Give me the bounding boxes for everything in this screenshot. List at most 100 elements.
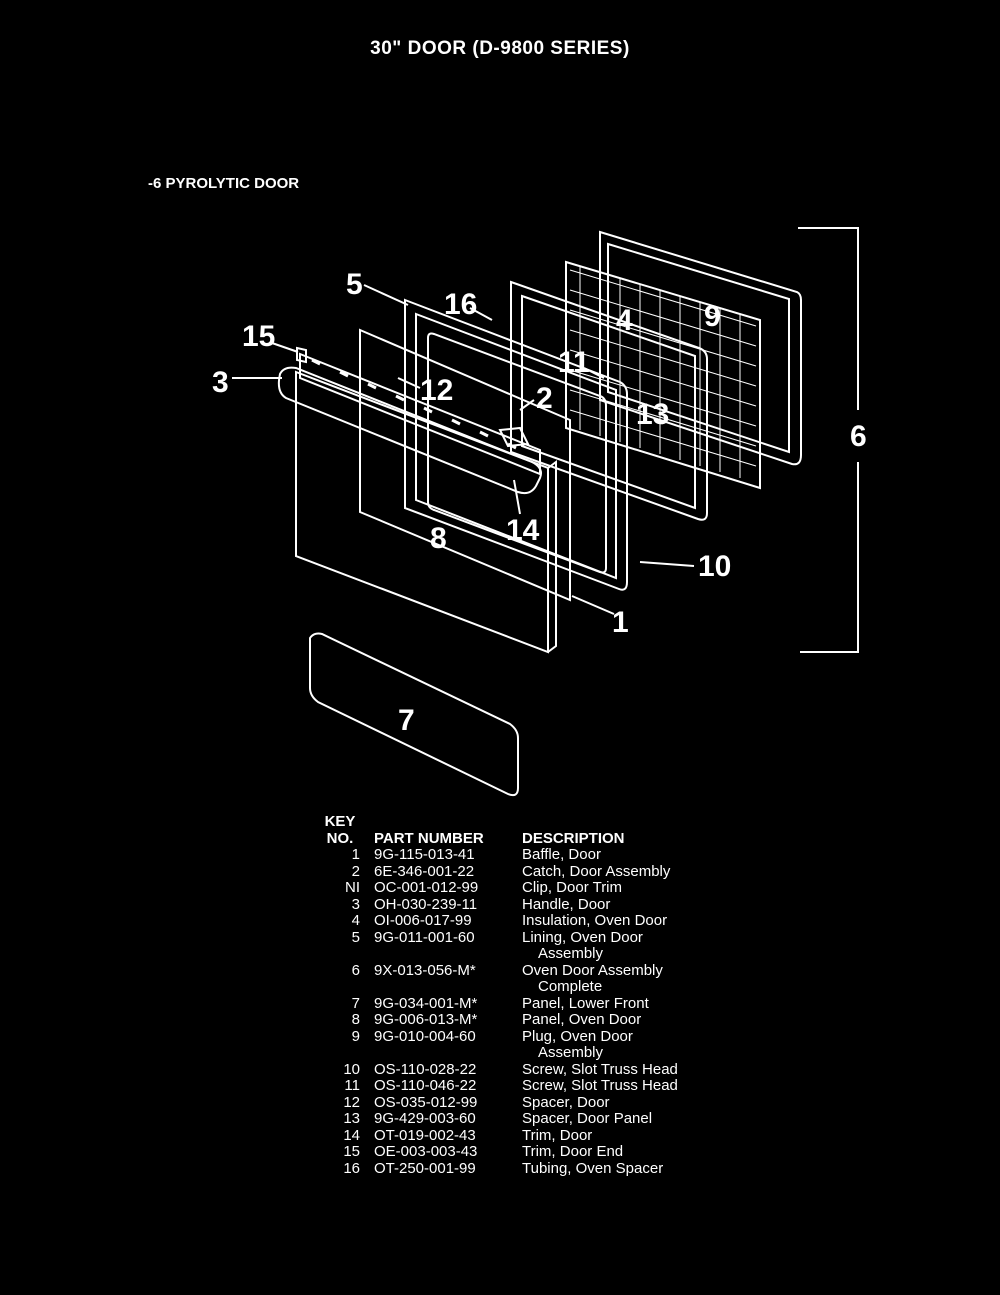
description-line1: Panel, Lower Front (522, 994, 649, 1012)
table-row: 3 OH-030-239-11 Handle, Door (312, 895, 742, 914)
description-line1: Trim, Door End (522, 1143, 624, 1160)
cell-key-no: 1 (351, 846, 360, 863)
cell-description: Spacer, Door (522, 1094, 742, 1112)
bracket-6 (798, 227, 859, 653)
part-3-handle (277, 366, 542, 495)
description-line1: Screw, Slot Truss Head (522, 1077, 678, 1094)
cell-description: Baffle, Door (522, 846, 742, 864)
cell-key-no: 16 (343, 1159, 360, 1177)
callout-6: 6 (850, 420, 867, 453)
cell-key-no: 12 (343, 1093, 360, 1111)
cell-key-no: 4 (351, 912, 360, 929)
description-line1: Screw, Slot Truss Head (522, 1060, 678, 1078)
exploded-door-diagram: 1 2 3 4 5 6 7 8 9 10 11 12 13 14 15 16 (212, 227, 867, 797)
cell-description: Panel, Oven Door (522, 1011, 742, 1029)
cell-description: Trim, Door (522, 1126, 742, 1145)
cell-key-no: 8 (351, 1011, 360, 1028)
callout-13: 13 (636, 398, 669, 431)
cell-part-number: OT-250-001-99 (374, 1159, 476, 1177)
description-line1: Handle, Door (522, 895, 611, 913)
part-2-catch (498, 426, 530, 448)
description-line1: Lining, Oven Door (522, 928, 643, 946)
parts-list-table: KEY NO. PART NUMBER DESCRIPTION 1 9G-115-… (312, 813, 742, 1178)
part-12-glass-pack (359, 328, 571, 602)
cell-key-no: 3 (351, 895, 360, 913)
callout-15: 15 (242, 320, 275, 353)
description-line1: Plug, Oven Door (522, 1027, 633, 1045)
description-line1: Baffle, Door (522, 846, 601, 863)
cell-key-no: 11 (344, 1077, 360, 1094)
part-4-insulation (565, 260, 761, 490)
cell-part-number: 9G-006-013-M* (374, 1011, 478, 1028)
description-line1: Oven Door Assembly (522, 961, 663, 979)
cell-part-number: OT-019-002-43 (374, 1126, 476, 1144)
leader-2 (519, 399, 535, 411)
description-line1: Catch, Door Assembly (522, 862, 671, 880)
part-13-spacer-frame (510, 280, 708, 521)
header-description: DESCRIPTION (522, 829, 625, 847)
page-title: 30" DOOR (D-9800 SERIES) (370, 38, 630, 59)
cell-description: Tubing, Oven Spacer (522, 1159, 742, 1178)
description-line1: Tubing, Oven Spacer (522, 1159, 664, 1177)
cell-part-number: OC-001-012-99 (374, 879, 479, 896)
cell-part-number: 9G-011-001-60 (374, 928, 475, 946)
cell-key-no: 10 (343, 1060, 360, 1078)
leader-16 (469, 307, 493, 321)
cell-description: Panel, Lower Front (522, 994, 742, 1013)
callout-10: 10 (698, 550, 731, 583)
header-part-number: PART NUMBER (374, 829, 484, 847)
cell-description: Insulation, Oven Door (522, 912, 742, 930)
cell-key-no: 14 (343, 1126, 360, 1144)
cell-part-number: OS-035-012-99 (374, 1093, 478, 1111)
cell-part-number: OS-110-046-22 (374, 1077, 477, 1094)
cell-part-number: 9X-013-056-M* (374, 961, 476, 979)
callout-2: 2 (536, 382, 553, 415)
callout-8: 8 (430, 522, 447, 555)
callout-12: 12 (420, 374, 453, 407)
cell-description: Spacer, Door Panel (522, 1110, 742, 1128)
table-row: 7 9G-034-001-M* Panel, Lower Front (312, 994, 742, 1013)
description-line2: Complete (538, 978, 603, 995)
description-line1: Insulation, Oven Door (522, 912, 668, 929)
callout-1: 1 (612, 606, 629, 639)
callout-3: 3 (212, 366, 229, 399)
cell-description: Screw, Slot Truss Head (522, 1060, 742, 1079)
leader-11 (583, 367, 605, 379)
leader-14 (513, 479, 521, 515)
cell-part-number: 9G-115-013-41 (374, 846, 475, 863)
part-lining-window (427, 332, 607, 574)
cell-key-no: 7 (351, 994, 360, 1012)
cell-key-no: 13 (343, 1110, 360, 1127)
header-key-no: KEY NO. (312, 813, 374, 847)
part-9-plug-frame (599, 230, 802, 466)
table-row: 1 9G-115-013-41 Baffle, Door (312, 846, 742, 864)
description-line1: Clip, Door Trim (522, 879, 623, 896)
callout-7: 7 (398, 704, 415, 737)
description-line1: Spacer, Door Panel (522, 1110, 653, 1127)
callout-5: 5 (346, 268, 363, 301)
part-14-door-trim (299, 352, 541, 476)
cell-part-number: OE-003-003-43 (374, 1143, 478, 1160)
cell-description: Handle, Door (522, 895, 742, 914)
cell-part-number: 9G-429-003-60 (374, 1110, 476, 1127)
cell-key-no: 9 (351, 1027, 360, 1045)
description-line1: Trim, Door (522, 1126, 593, 1144)
callout-9: 9 (704, 300, 721, 333)
section-subtitle: -6 PYROLYTIC DOOR (148, 175, 300, 192)
leader-12 (397, 377, 421, 389)
cell-part-number: 9G-010-004-60 (374, 1027, 476, 1045)
cell-key-no: NI (345, 879, 360, 896)
cell-part-number: 6E-346-001-22 (374, 862, 475, 880)
cell-description: Catch, Door Assembly (522, 862, 742, 881)
description-line2: Assembly (538, 1044, 604, 1061)
leader-1 (571, 595, 615, 615)
cell-part-number: 9G-034-001-M* (374, 994, 478, 1012)
cell-part-number: OH-030-239-11 (374, 895, 478, 913)
